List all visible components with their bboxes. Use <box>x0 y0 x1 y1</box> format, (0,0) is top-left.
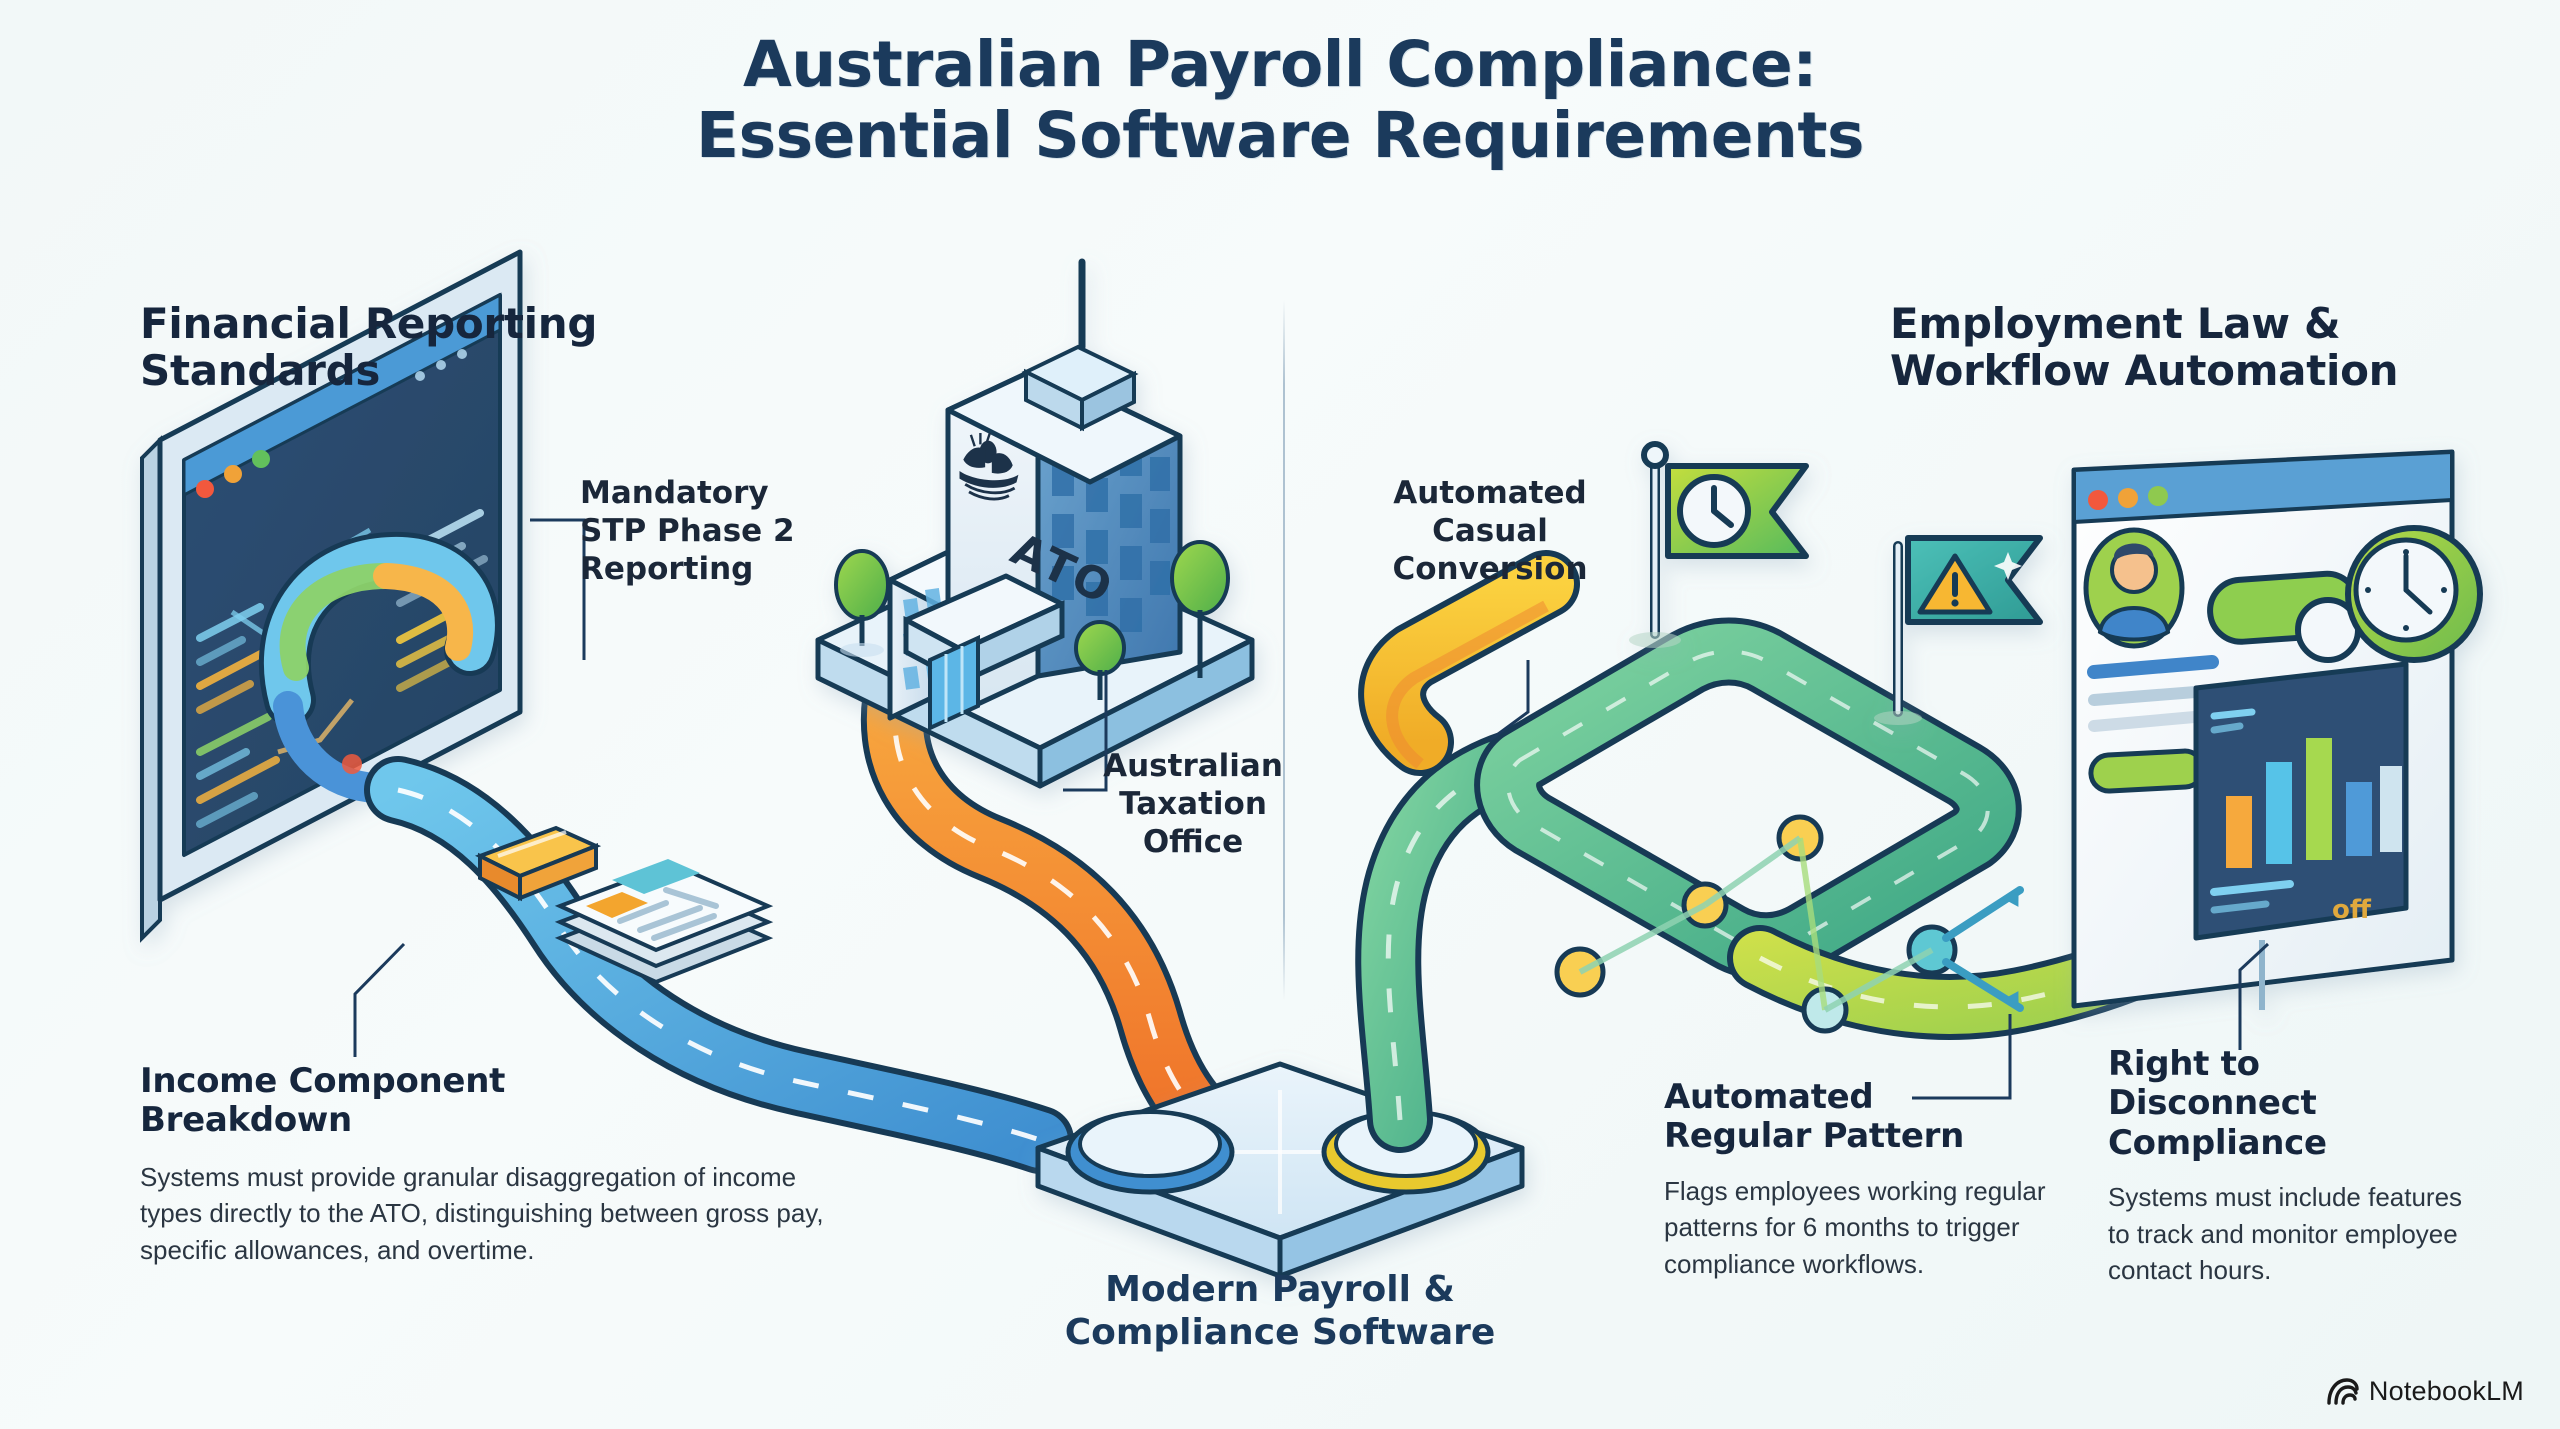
payslip-documents-icon <box>474 825 774 985</box>
bar-chart-card: off <box>2193 661 2409 941</box>
income-heading-line-1: Income Component <box>140 1061 506 1101</box>
title-line-2: Essential Software Requirements <box>696 98 1864 172</box>
tree-icon <box>834 549 890 657</box>
tree-icon <box>1074 620 1126 700</box>
right-heading-line-2: Workflow Automation <box>1890 346 2399 396</box>
casual-conversion-clock-flag <box>1629 441 1809 648</box>
ato-line-3: Office <box>1142 823 1244 860</box>
block-right-to-disconnect: Right to Disconnect Compliance Systems m… <box>2108 1044 2468 1288</box>
left-heading-line-1: Financial Reporting <box>140 299 598 348</box>
section-heading-employment-law: Employment Law & Workflow Automation <box>1890 300 2530 394</box>
casual-conversion-loop-track <box>1474 617 2022 981</box>
income-body-text: Systems must provide granular disaggrega… <box>140 1161 824 1265</box>
stp-line-2: STP Phase 2 <box>580 512 795 549</box>
section-heading-financial-reporting: Financial Reporting Standards <box>140 300 780 394</box>
casual-line-1: Automated <box>1393 475 1587 511</box>
callout-automated-casual-conversion: Automated Casual Conversion <box>1340 475 1640 588</box>
center-label-modern-payroll-software: Modern Payroll & Compliance Software <box>990 1268 1570 1354</box>
center-line-1: Modern Payroll & <box>1105 1269 1455 1310</box>
pattern-heading-line-2: Regular Pattern <box>1664 1116 1964 1157</box>
income-blue-road <box>364 756 1074 1174</box>
right-to-disconnect-dashboard: off <box>2071 449 2483 1010</box>
left-heading-line-2: Standards <box>140 346 381 396</box>
right-heading-line-1: Employment Law & <box>1890 299 2341 348</box>
casual-line-3: Conversion <box>1392 550 1588 587</box>
ato-building-illustration: ATO <box>815 258 1255 789</box>
compliance-warning-flag <box>1874 535 2043 725</box>
tree-icon <box>1170 540 1230 678</box>
callout-australian-taxation-office: Australian Taxation Office <box>1068 748 1318 861</box>
block-income-component-breakdown: Income Component Breakdown Systems must … <box>140 1061 860 1268</box>
pattern-body-text: Flags employees working regular patterns… <box>1664 1175 2046 1279</box>
casual-line-2: Casual <box>1432 512 1548 549</box>
title-line-1: Australian Payroll Compliance: <box>743 28 1817 101</box>
watermark-text: NotebookLM <box>2368 1376 2524 1406</box>
stp-line-1: Mandatory <box>580 475 769 511</box>
section-divider <box>1283 300 1285 1000</box>
coat-of-arms-emblem <box>959 432 1019 501</box>
pattern-heading-line-1: Automated <box>1664 1077 1874 1117</box>
notebooklm-logo-icon <box>2327 1377 2359 1405</box>
leader-lines <box>353 518 2270 1100</box>
disconnect-heading-line-2: Disconnect <box>2108 1083 2317 1124</box>
casual-conversion-yellow-ramp <box>1358 550 1580 776</box>
stp-road-knot <box>259 532 500 803</box>
block-automated-regular-pattern: Automated Regular Pattern Flags employee… <box>1664 1077 2064 1282</box>
callout-stp-phase-2: Mandatory STP Phase 2 Reporting <box>580 475 910 588</box>
stp-line-3: Reporting <box>580 550 754 587</box>
ato-line-1: Australian <box>1103 748 1283 784</box>
central-platform <box>1035 1061 1525 1279</box>
notebooklm-watermark: NotebookLM <box>2325 1376 2524 1407</box>
toggle-state-text: off <box>2332 895 2372 925</box>
disconnect-heading-line-3: Compliance <box>2108 1122 2327 1163</box>
ato-line-2: Taxation <box>1119 785 1267 822</box>
page-title: Australian Payroll Compliance: Essential… <box>0 28 2560 172</box>
income-heading-line-2: Breakdown <box>140 1100 352 1141</box>
disconnect-body-text: Systems must include features to track a… <box>2108 1182 2463 1286</box>
center-line-2: Compliance Software <box>1064 1312 1496 1354</box>
disconnect-heading-line-1: Right to <box>2108 1044 2260 1084</box>
workflow-green-road <box>1355 727 1553 1153</box>
workflow-node-dots <box>1554 814 2024 1034</box>
clock-icon <box>2345 525 2483 663</box>
ato-orange-road <box>860 646 1262 1174</box>
toggle-switch-icon <box>2207 570 2361 663</box>
